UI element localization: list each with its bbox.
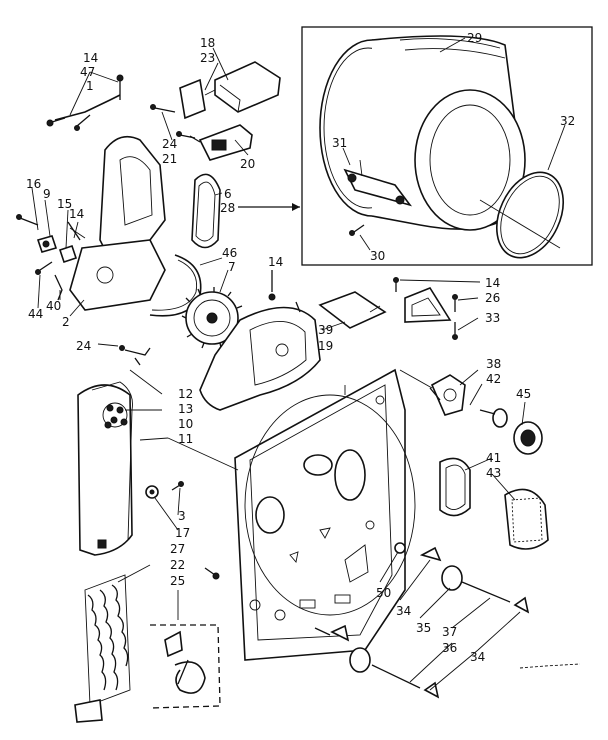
label-14-mid: 14 xyxy=(268,255,283,269)
label-14-left: 14 xyxy=(69,207,84,221)
label-7: 7 xyxy=(228,260,236,274)
label-35: 35 xyxy=(416,621,431,635)
label-34-lower: 34 xyxy=(470,650,485,664)
thermostat xyxy=(189,124,253,161)
panel-screw xyxy=(204,567,220,580)
thermostat-screws xyxy=(150,104,196,139)
label-46: 46 xyxy=(222,246,237,260)
exhaust-duct xyxy=(69,135,166,311)
lamp-bulb xyxy=(479,408,508,428)
rear-bulkhead xyxy=(234,368,416,661)
label-25: 25 xyxy=(170,574,185,588)
idler-bracket xyxy=(46,74,124,131)
label-50: 50 xyxy=(376,586,391,600)
blower-housing xyxy=(199,301,321,411)
label-36: 36 xyxy=(442,641,457,655)
drum-inset-box xyxy=(301,26,593,266)
wire-connector xyxy=(119,345,151,366)
duct-cover xyxy=(318,291,387,329)
drum-screw xyxy=(349,224,365,236)
label-44: 44 xyxy=(28,307,43,321)
label-39: 39 xyxy=(318,323,333,337)
label-29: 29 xyxy=(467,31,482,45)
label-17: 17 xyxy=(175,526,190,540)
label-43: 43 xyxy=(486,466,501,480)
label-24-lower: 24 xyxy=(76,339,91,353)
lint-screen xyxy=(504,488,549,550)
heater-housing xyxy=(77,381,133,556)
label-10: 10 xyxy=(178,417,193,431)
label-22: 22 xyxy=(170,558,185,572)
label-34-upper: 34 xyxy=(396,604,411,618)
label-12: 12 xyxy=(178,387,193,401)
label-42: 42 xyxy=(486,372,501,386)
drum-roller-parts xyxy=(314,542,581,699)
lamp-socket xyxy=(429,374,466,416)
corner-bracket xyxy=(404,287,452,323)
drive-belt xyxy=(191,173,221,249)
label-32: 32 xyxy=(560,114,575,128)
label-6: 6 xyxy=(224,187,232,201)
blower-wheel xyxy=(181,287,244,349)
lamp-lens xyxy=(513,421,543,455)
label-19: 19 xyxy=(318,339,333,353)
label-26: 26 xyxy=(485,291,500,305)
label-41: 41 xyxy=(486,451,501,465)
label-2: 2 xyxy=(62,315,70,329)
label-20: 20 xyxy=(240,157,255,171)
label-27: 27 xyxy=(170,542,185,556)
grommet xyxy=(145,481,184,499)
label-40: 40 xyxy=(46,299,61,313)
lint-housing xyxy=(439,457,471,517)
label-37: 37 xyxy=(442,625,457,639)
label-28: 28 xyxy=(220,201,235,215)
label-38: 38 xyxy=(486,357,501,371)
label-9: 9 xyxy=(43,187,51,201)
label-3: 3 xyxy=(178,509,186,523)
housing-screw xyxy=(268,270,276,301)
heater-element xyxy=(74,574,131,723)
label-14-top: 14 xyxy=(83,51,98,65)
drum xyxy=(319,35,526,231)
label-30: 30 xyxy=(370,249,385,263)
label-21: 21 xyxy=(162,152,177,166)
label-1: 1 xyxy=(86,79,94,93)
label-23: 23 xyxy=(200,51,215,65)
label-45: 45 xyxy=(516,387,531,401)
label-47: 47 xyxy=(80,65,95,79)
thermostat-bracket xyxy=(179,61,281,120)
label-15: 15 xyxy=(57,197,72,211)
label-13: 13 xyxy=(178,402,193,416)
switch-parts xyxy=(16,214,86,301)
drum-baffle xyxy=(343,159,413,207)
kit-inset xyxy=(149,624,221,709)
label-16: 16 xyxy=(26,177,41,191)
label-33: 33 xyxy=(485,311,500,325)
label-14-right: 14 xyxy=(485,276,500,290)
label-24-upper: 24 xyxy=(162,137,177,151)
drum-seal-ring xyxy=(496,171,564,259)
label-31: 31 xyxy=(332,136,347,150)
label-11: 11 xyxy=(178,432,193,446)
bracket-screws xyxy=(393,277,458,340)
label-18: 18 xyxy=(200,36,215,50)
